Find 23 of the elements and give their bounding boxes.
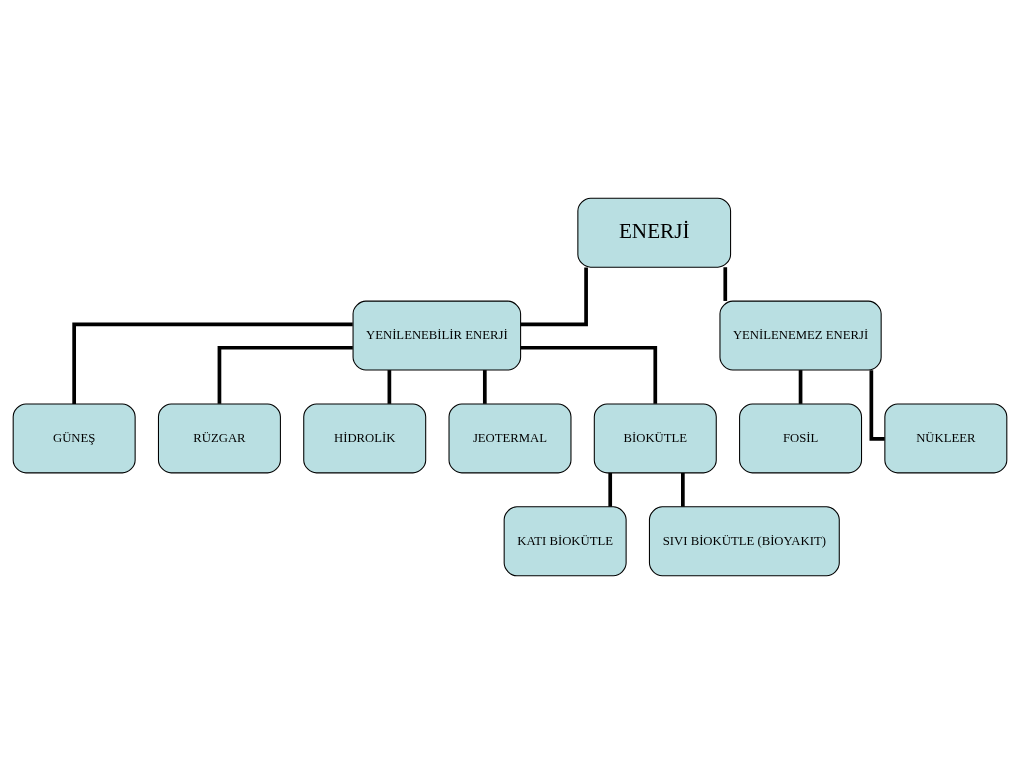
node-box: KATI BİOKÜTLE	[503, 506, 627, 577]
node-box: NÜKLEER	[884, 403, 1008, 474]
node-box: YENİLENEBİLİR ENERJİ	[352, 300, 522, 371]
connector	[482, 370, 487, 404]
node-box: GÜNEŞ	[12, 403, 136, 474]
connector	[520, 267, 588, 327]
connector	[869, 370, 885, 441]
node-box: YENİLENEMEZ ENERJİ	[719, 300, 882, 371]
connector	[217, 345, 353, 404]
node-box: FOSİL	[739, 403, 863, 474]
connector	[72, 322, 353, 404]
node-box: SIVI BİOKÜTLE (BİOYAKIT)	[648, 506, 840, 577]
node-box: RÜZGAR	[157, 403, 281, 474]
connector	[608, 472, 613, 507]
connector	[681, 472, 685, 507]
connector	[520, 345, 658, 404]
node-box: ENERJİ	[577, 197, 732, 268]
connector	[798, 370, 803, 404]
connector	[387, 370, 392, 404]
connector	[723, 267, 728, 301]
node-box: BİOKÜTLE	[593, 403, 717, 474]
node-box: JEOTERMAL	[448, 403, 572, 474]
node-box: HİDROLİK	[303, 403, 427, 474]
